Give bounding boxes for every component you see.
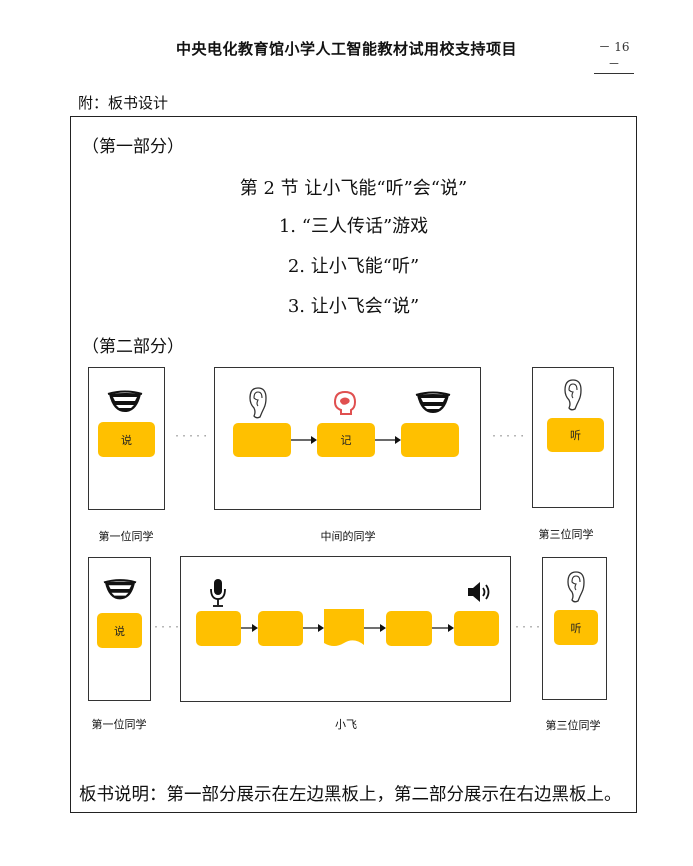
- remember-box: 记: [317, 423, 375, 457]
- process-box-1: [196, 611, 241, 646]
- part1-item-2: 2. 让小飞能“听”: [287, 256, 420, 277]
- connector-dots: ·····: [153, 622, 189, 633]
- caption-first-student: 第一位同学: [98, 530, 154, 543]
- process-box-4: [386, 611, 432, 646]
- ear-icon: [249, 387, 267, 419]
- mouth-icon: [103, 579, 137, 600]
- part1-label: （第一部分）: [82, 137, 184, 157]
- part1-item-3: 3. 让小飞会“说”: [287, 296, 420, 317]
- speaker-icon: [468, 582, 490, 602]
- caption-third-student-2: 第三位同学: [545, 719, 601, 732]
- appendix-label: 附：板书设计: [78, 94, 169, 112]
- caption-middle-student: 中间的同学: [320, 530, 376, 543]
- hear-box-2: 听: [554, 610, 598, 645]
- caption-third-student: 第三位同学: [538, 528, 594, 541]
- connector-dots: ·····: [491, 431, 527, 442]
- process-box-3: [324, 609, 364, 647]
- arrow-icon: [364, 624, 386, 632]
- part2-label: （第二部分）: [82, 337, 184, 357]
- microphone-icon: [210, 579, 226, 607]
- caption-xiaofei: 小飞: [335, 718, 357, 731]
- mouth-icon: [415, 391, 451, 413]
- part1-heading: 第 2 节 让小飞能“听”会“说”: [239, 178, 468, 199]
- process-box-2: [258, 611, 303, 646]
- connector-dots: ·····: [174, 431, 210, 442]
- blackboard-frame: [70, 116, 637, 813]
- connector-dots: ·····: [514, 622, 550, 633]
- ear-icon: [564, 379, 582, 411]
- hear-box: 听: [547, 418, 604, 452]
- say-step-box: [401, 423, 459, 457]
- mouth-icon: [107, 390, 143, 412]
- arrow-icon: [303, 624, 324, 632]
- ear-icon: [567, 571, 585, 603]
- hear-step-box: [233, 423, 291, 457]
- arrow-icon: [291, 436, 317, 444]
- arrow-icon: [375, 436, 401, 444]
- say-box: 说: [98, 422, 155, 457]
- process-box-5: [454, 611, 499, 646]
- part1-item-1: 1. “三人传话”游戏: [278, 216, 429, 237]
- arrow-icon: [241, 624, 258, 632]
- page-number: － 16 －: [594, 38, 634, 74]
- caption-first-student-2: 第一位同学: [91, 718, 147, 731]
- brain-icon: [333, 390, 357, 415]
- say-box-2: 说: [97, 613, 142, 648]
- arrow-icon: [432, 624, 454, 632]
- board-note: 板书说明：第一部分展示在左边黑板上，第二部分展示在右边黑板上。: [79, 785, 622, 805]
- page-header-title: 中央电化教育馆小学人工智能教材试用校支持项目: [175, 40, 517, 58]
- document-shape: [324, 609, 364, 646]
